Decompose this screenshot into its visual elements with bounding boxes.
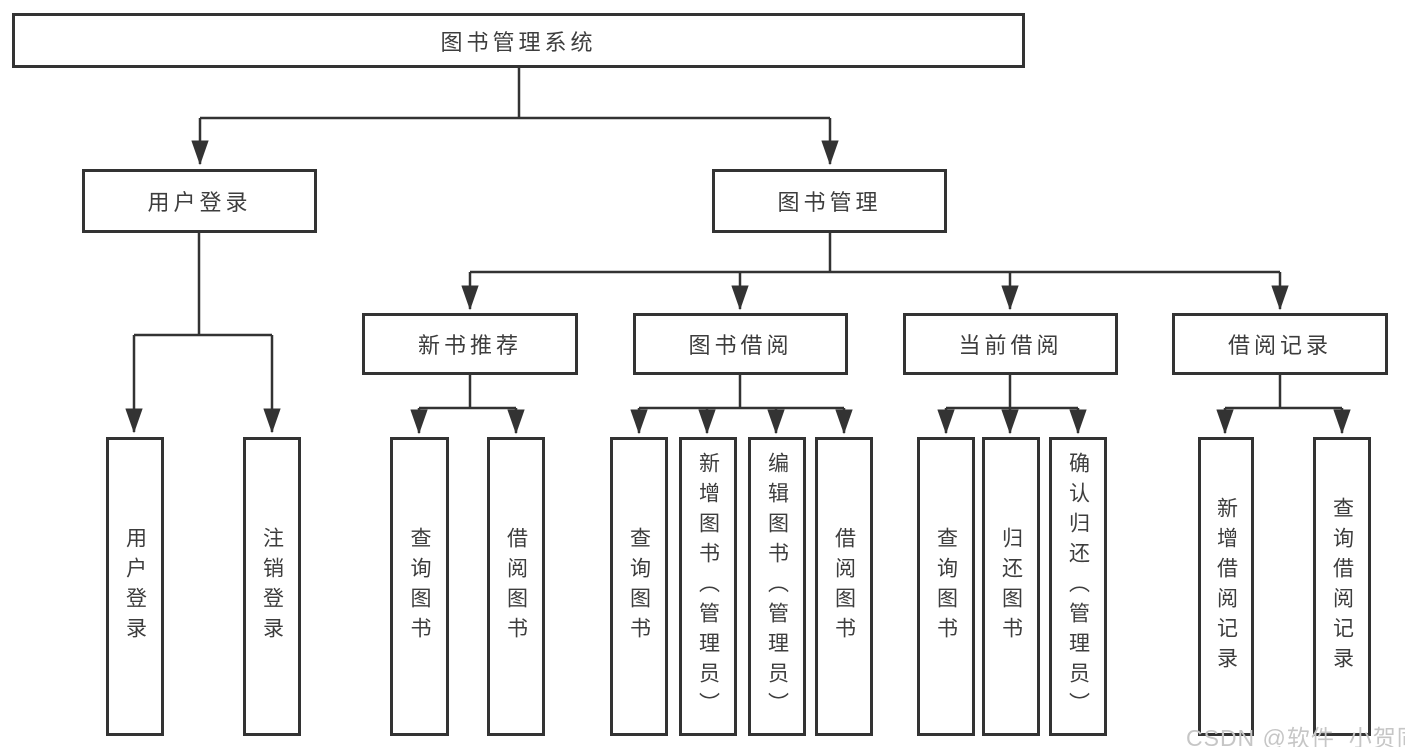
node-library-system: 图书管理系统 bbox=[12, 13, 1025, 68]
leaf-recommend-borrow-books-label: 借阅图书 bbox=[504, 526, 528, 647]
leaf-borrow-edit-books-admin-label: 编辑图书（管理员） bbox=[765, 451, 789, 722]
leaf-current-confirm-return-admin-label: 确认归还（管理员） bbox=[1066, 451, 1090, 722]
leaf-records-query-record: 查询借阅记录 bbox=[1313, 437, 1371, 736]
leaf-borrow-borrow-books: 借阅图书 bbox=[815, 437, 873, 736]
leaf-records-add-record: 新增借阅记录 bbox=[1198, 437, 1254, 736]
leaf-current-query-books-label: 查询图书 bbox=[934, 526, 958, 647]
leaf-current-query-books: 查询图书 bbox=[917, 437, 975, 736]
node-current-borrow-label: 当前借阅 bbox=[958, 333, 1063, 358]
leaf-borrow-edit-books-admin: 编辑图书（管理员） bbox=[748, 437, 806, 736]
leaf-borrow-query-books-label: 查询图书 bbox=[627, 526, 651, 647]
leaf-current-confirm-return-admin: 确认归还（管理员） bbox=[1049, 437, 1107, 736]
node-user-login: 用户登录 bbox=[82, 169, 317, 233]
leaf-borrow-borrow-books-label: 借阅图书 bbox=[832, 526, 856, 647]
leaf-records-add-record-label: 新增借阅记录 bbox=[1214, 496, 1238, 677]
leaf-recommend-query-books-label: 查询图书 bbox=[408, 526, 431, 647]
leaf-borrow-query-books: 查询图书 bbox=[610, 437, 668, 736]
node-current-borrow: 当前借阅 bbox=[903, 313, 1118, 375]
watermark: CSDN @软件_小贺同学 bbox=[1186, 725, 1405, 747]
leaf-recommend-borrow-books: 借阅图书 bbox=[487, 437, 545, 736]
leaf-current-return-books: 归还图书 bbox=[982, 437, 1040, 736]
node-user-login-label: 用户登录 bbox=[147, 190, 252, 215]
leaf-borrow-add-books-admin-label: 新增图书（管理员） bbox=[696, 451, 720, 722]
leaf-logout-label: 注销登录 bbox=[260, 526, 284, 647]
leaf-records-query-record-label: 查询借阅记录 bbox=[1330, 496, 1354, 677]
node-new-book-recommend: 新书推荐 bbox=[362, 313, 578, 375]
node-borrow-records-label: 借阅记录 bbox=[1227, 333, 1332, 358]
node-book-borrow: 图书借阅 bbox=[633, 313, 848, 375]
node-new-book-recommend-label: 新书推荐 bbox=[417, 333, 522, 358]
leaf-user-login-label: 用户登录 bbox=[123, 526, 147, 647]
leaf-logout: 注销登录 bbox=[243, 437, 301, 736]
node-book-borrow-label: 图书借阅 bbox=[688, 333, 793, 358]
node-book-management-label: 图书管理 bbox=[777, 190, 882, 215]
node-borrow-records: 借阅记录 bbox=[1172, 313, 1388, 375]
leaf-borrow-add-books-admin: 新增图书（管理员） bbox=[679, 437, 737, 736]
node-library-system-label: 图书管理系统 bbox=[440, 29, 597, 55]
leaf-user-login: 用户登录 bbox=[106, 437, 164, 736]
node-book-management: 图书管理 bbox=[712, 169, 947, 233]
leaf-recommend-query-books: 查询图书 bbox=[390, 437, 449, 736]
leaf-current-return-books-label: 归还图书 bbox=[999, 526, 1023, 647]
